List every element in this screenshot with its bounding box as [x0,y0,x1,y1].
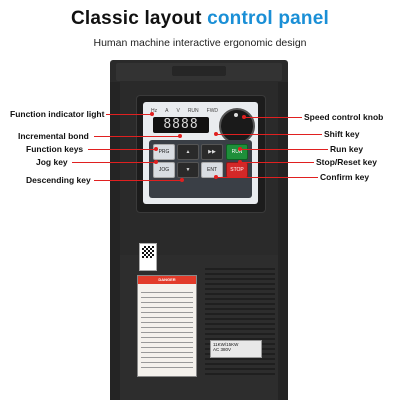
callout-dot-1 [150,112,154,116]
rating-line-2: AC 380V [213,347,232,352]
device-edge-right [278,82,288,400]
callout-line-5 [94,180,182,181]
callout-line-4 [72,162,156,163]
jog-key[interactable]: JOG [153,162,175,178]
device-top-notch [172,66,226,76]
callout-speed-control-knob: Speed control knob [304,112,384,122]
enter-key[interactable]: ENT [201,162,223,178]
callout-line-9 [240,162,314,163]
page-title: Classic layout control panel [0,8,400,30]
callout-dot-4 [154,160,158,164]
control-panel: Hz A V RUN FWD 8888 PRG ▲ ▶▶ RUN JOG ▼ E… [136,95,266,213]
rating-line-1: 11KW/15KW [213,342,239,347]
callout-dot-3 [154,147,158,151]
warning-header: DANGER [138,276,196,284]
qr-code-label [139,243,157,271]
title-part2: control panel [207,8,329,29]
prg-key[interactable]: PRG [153,144,175,160]
callout-incremental-bond: Incremental bond [18,131,89,141]
subtitle: Human machine interactive ergonomic desi… [93,37,307,49]
led-hz: Hz [151,108,158,114]
callout-line-7 [216,134,322,135]
callout-dot-2 [178,134,182,138]
callout-line-1 [106,114,152,115]
callout-dot-6 [242,115,246,119]
speed-control-knob[interactable] [219,108,255,144]
warning-text-lines [141,288,193,372]
callout-stop-reset-key: Stop/Reset key [316,157,377,167]
warning-label: DANGER [137,275,197,377]
callout-dot-5 [180,178,184,182]
vent-grille [205,268,275,378]
callout-line-3 [88,149,156,150]
run-key[interactable]: RUN [226,144,248,160]
callout-dot-7 [214,132,218,136]
callout-descending-key: Descending key [26,175,91,185]
callout-run-key: Run key [330,144,364,154]
knob-indicator-dot [234,113,238,117]
callout-confirm-key: Confirm key [320,172,370,182]
device-edge-left [110,82,120,400]
title-part1: Classic layout [71,8,202,29]
callout-dot-9 [238,160,242,164]
stop-reset-key[interactable]: STOP [226,162,248,178]
shift-key[interactable]: ▶▶ [201,144,223,160]
keypad: PRG ▲ ▶▶ RUN JOG ▼ ENT STOP [149,140,252,198]
inverter-device: Hz A V RUN FWD 8888 PRG ▲ ▶▶ RUN JOG ▼ E… [110,60,288,400]
callout-dot-8 [238,147,242,151]
callout-dot-10 [214,175,218,179]
rating-plate: 11KW/15KW AC 380V [210,340,262,358]
callout-shift-key: Shift key [324,129,360,139]
down-key[interactable]: ▼ [177,162,199,178]
callout-function-keys: Function keys [26,144,84,154]
callout-line-6 [244,117,302,118]
led-v: V [176,108,180,114]
indicator-leds: Hz A V RUN FWD [151,108,218,114]
panel-face: Hz A V RUN FWD 8888 PRG ▲ ▶▶ RUN JOG ▼ E… [143,102,258,204]
lcd-display: 8888 [153,117,209,133]
led-a: A [165,108,169,114]
led-fwd: FWD [206,108,219,114]
callout-jog-key: Jog key [36,157,68,167]
callout-line-2 [94,136,180,137]
callout-function-indicator-light: Function indicator light [10,109,105,119]
up-key[interactable]: ▲ [177,144,199,160]
callout-line-10 [216,177,318,178]
qr-code-icon [142,246,154,258]
led-run: RUN [187,108,199,114]
callout-line-8 [240,149,328,150]
